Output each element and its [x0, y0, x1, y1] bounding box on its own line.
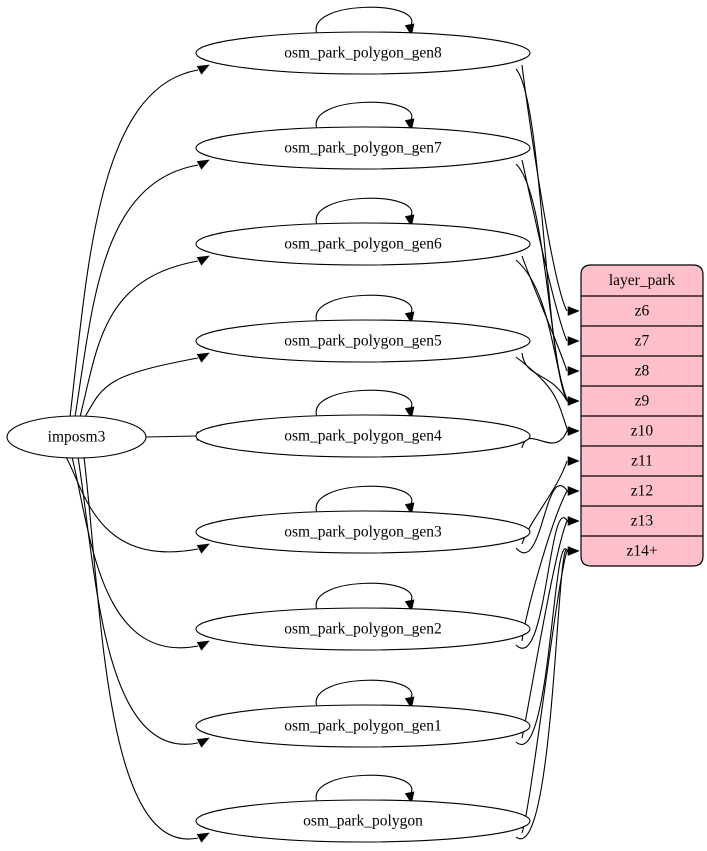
- node-osm_park_polygon[interactable]: [195, 799, 531, 843]
- node-osm_park_polygon_gen3[interactable]: [195, 510, 531, 554]
- node-label-osm_park_polygon_gen8: osm_park_polygon_gen8: [284, 45, 442, 62]
- edge-arrow-imposm3-osm_park_polygon_gen1: [196, 737, 210, 748]
- node-osm_park_polygon_gen7[interactable]: [195, 126, 531, 170]
- node-label-osm_park_polygon: osm_park_polygon: [303, 813, 423, 830]
- node-label-osm_park_polygon_gen6: osm_park_polygon_gen6: [284, 236, 442, 253]
- edge-imposm3-osm_park_polygon_gen1: [77, 456, 199, 745]
- edge-osm_park_polygon_gen8-z6: [521, 64, 568, 312]
- node-osm_park_polygon_gen1[interactable]: [195, 704, 531, 748]
- layer-park-row-z12[interactable]: z12: [631, 483, 653, 500]
- self-loop-osm_park_polygon: [315, 774, 413, 803]
- self-loop-osm_park_polygon_gen4: [315, 389, 413, 418]
- node-osm_park_polygon_gen5[interactable]: [195, 319, 531, 363]
- edge-arrow-osm_park_polygon_gen4-z10: [567, 426, 580, 436]
- layer-park-row-z9[interactable]: z9: [635, 393, 650, 410]
- node-osm_park_polygon_gen2[interactable]: [195, 607, 531, 651]
- edge-alt-osm_park_polygon_gen5-z10: [515, 356, 569, 433]
- self-loop-osm_park_polygon_gen5: [315, 294, 413, 323]
- edge-imposm3-osm_park_polygon_gen7: [74, 164, 199, 418]
- self-loop-osm_park_polygon_gen8: [315, 6, 413, 35]
- edge-alt-osm_park_polygon-z14p: [515, 548, 569, 840]
- node-osm_park_polygon_gen4[interactable]: [195, 414, 531, 458]
- edge-arrow-osm_park_polygon_gen1-z13: [567, 516, 580, 526]
- layer-park-row-z7[interactable]: z7: [635, 333, 650, 350]
- edge-arrow-imposm3-osm_park_polygon_gen6: [196, 255, 210, 266]
- layer-park-row-z8[interactable]: z8: [635, 363, 650, 380]
- node-label-osm_park_polygon_gen5: osm_park_polygon_gen5: [284, 333, 442, 350]
- layer-park-row-z6[interactable]: z6: [635, 303, 650, 320]
- edge-imposm3-osm_park_polygon_gen5: [84, 357, 199, 418]
- layer-park-row-z13[interactable]: z13: [631, 513, 654, 530]
- node-label-osm_park_polygon_gen2: osm_park_polygon_gen2: [284, 621, 442, 638]
- edge-arrow-imposm3-osm_park_polygon_gen2: [196, 640, 210, 651]
- self-loop-osm_park_polygon_gen2: [315, 582, 413, 611]
- edge-alt-osm_park_polygon_gen1-z14p: [515, 548, 569, 746]
- layer-park-row-z11[interactable]: z11: [631, 453, 653, 470]
- self-loop-osm_park_polygon_gen1: [315, 679, 413, 708]
- edge-imposm3-osm_park_polygon_gen6: [79, 260, 199, 418]
- node-osm_park_polygon_gen8[interactable]: [195, 31, 531, 75]
- node-label-osm_park_polygon_gen1: osm_park_polygon_gen1: [284, 718, 442, 735]
- edge-imposm3-osm_park_polygon_gen8: [69, 69, 199, 418]
- edge-alt-osm_park_polygon_gen3-z12: [515, 485, 569, 554]
- edge-alt-osm_park_polygon_gen6-z9: [515, 259, 569, 403]
- edge-arrow-osm_park_polygon_gen2-z12: [567, 486, 580, 496]
- edge-alt-osm_park_polygon_gen2-z13: [515, 517, 569, 649]
- edge-arrow-osm_park_polygon_gen5-z9: [567, 396, 580, 406]
- edge-arrow-osm_park_polygon_gen7-z7: [567, 336, 580, 346]
- layer-park-row-z10[interactable]: z10: [631, 423, 654, 440]
- node-label-osm_park_polygon_gen4: osm_park_polygon_gen4: [284, 428, 442, 445]
- node-label-imposm3: imposm3: [48, 429, 106, 446]
- edge-imposm3-osm_park_polygon_gen2: [71, 456, 199, 649]
- edge-arrow-osm_park_polygon_gen8-z6: [567, 306, 580, 316]
- edge-osm_park_polygon_gen5-z9: [521, 352, 568, 402]
- edge-imposm3-osm_park_polygon: [83, 456, 199, 840]
- edge-arrow-imposm3-osm_park_polygon_gen5: [196, 352, 210, 363]
- edge-osm_park_polygon_gen6-z8: [521, 255, 568, 372]
- layer-park-row-z14p[interactable]: z14+: [626, 543, 657, 560]
- node-label-osm_park_polygon_gen3: osm_park_polygon_gen3: [284, 524, 442, 541]
- node-label-osm_park_polygon_gen7: osm_park_polygon_gen7: [284, 140, 442, 157]
- edge-arrow-imposm3-osm_park_polygon_gen7: [196, 159, 210, 170]
- edge-arrow-osm_park_polygon-z14p: [567, 546, 580, 556]
- layer-park-title: layer_park: [609, 272, 676, 289]
- self-loop-osm_park_polygon_gen6: [315, 197, 413, 226]
- edge-imposm3-osm_park_polygon_gen4: [145, 435, 198, 438]
- edge-arrow-osm_park_polygon_gen6-z8: [567, 366, 580, 376]
- edge-arrow-imposm3-osm_park_polygon_gen8: [196, 64, 210, 75]
- self-loop-osm_park_polygon_gen3: [315, 485, 413, 514]
- node-osm_park_polygon_gen6[interactable]: [195, 222, 531, 266]
- node-imposm3[interactable]: [6, 415, 147, 459]
- self-loop-osm_park_polygon_gen7: [315, 101, 413, 130]
- edge-arrow-osm_park_polygon_gen3-z11: [567, 456, 580, 466]
- edge-arrow-imposm3-osm_park_polygon_gen3: [196, 543, 210, 554]
- edge-arrow-imposm3-osm_park_polygon: [196, 832, 210, 843]
- edge-imposm3-osm_park_polygon_gen3: [65, 456, 199, 553]
